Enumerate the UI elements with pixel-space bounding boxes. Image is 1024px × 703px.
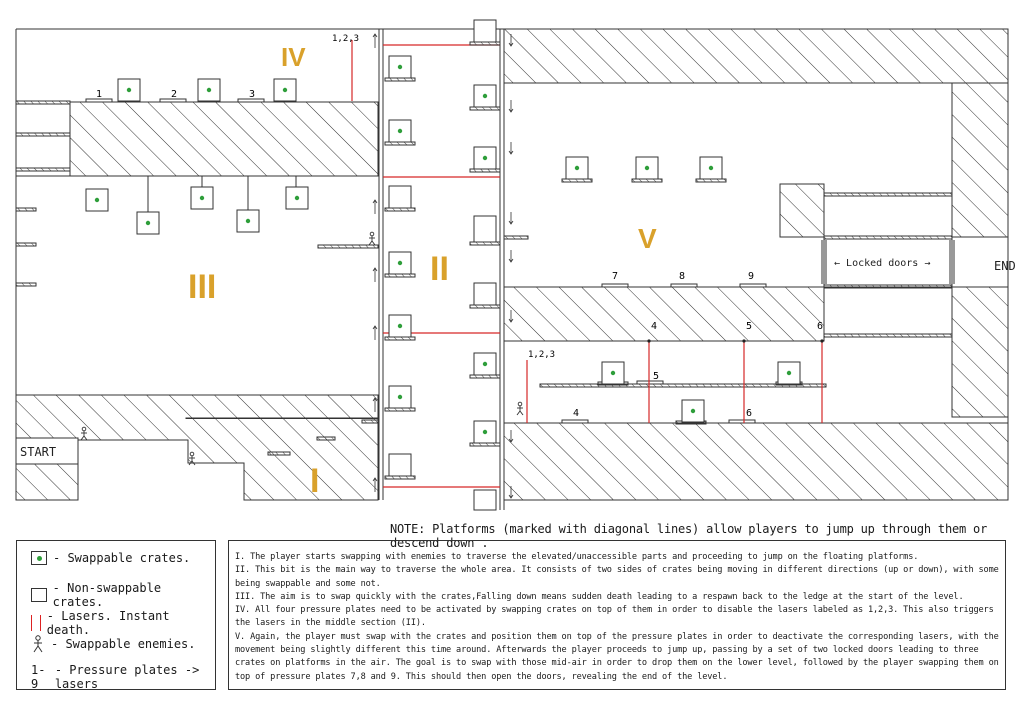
- middle-hatched-floor: [503, 286, 825, 342]
- laser-group-top: 1,2,3: [332, 34, 359, 44]
- hanging-crates: [85, 176, 309, 235]
- upper-hatched-block: [503, 28, 1009, 84]
- section-label-three: III: [188, 268, 216, 306]
- description-two: II. This bit is the main way to traverse…: [235, 565, 999, 589]
- end-label: END: [994, 259, 1016, 273]
- enemies: [80, 231, 524, 466]
- legend: - Swappable crates. - Non-swappable crat…: [16, 540, 216, 691]
- top-hatched-platform: [69, 101, 379, 177]
- level-map: START 1 2 3 1,2,3: [15, 19, 1016, 511]
- locked-doors-label: ← Locked doors →: [834, 258, 930, 269]
- swappable-crate-icon: [31, 551, 47, 565]
- plate-label-6: 6: [746, 408, 752, 419]
- lower-hatched-floor: [503, 422, 1009, 501]
- legend-enemies: - Swappable enemies.: [31, 635, 196, 653]
- plate-label-8: 8: [679, 271, 685, 282]
- description-three: III. The aim is to swap quickly with the…: [235, 591, 964, 602]
- description-one: I. The player starts swapping with enemi…: [235, 552, 919, 562]
- start-box: [15, 437, 79, 465]
- section-label-two: II: [430, 250, 449, 288]
- laser-mark-5: 5: [746, 321, 752, 332]
- laser-group-lower: 1,2,3: [528, 350, 555, 360]
- plate-label-2: 2: [171, 89, 177, 100]
- top-pressure-plates: [85, 98, 265, 103]
- section-label-one: I: [310, 462, 319, 500]
- section-label-five: V: [638, 223, 657, 254]
- description-five: V. Again, the player must swap with the …: [235, 631, 999, 682]
- legend-plates: 1-9 - Pressure plates -> lasers: [31, 663, 200, 691]
- right-area-walls: [503, 28, 1009, 501]
- plate-label-7: 7: [612, 271, 618, 282]
- section-five-lasers: [526, 341, 823, 423]
- plate-label-1: 1: [96, 89, 102, 100]
- start-label: START: [20, 445, 56, 459]
- platform-note: NOTE: Platforms (marked with diagonal li…: [390, 522, 988, 550]
- legend-swappable: - Swappable crates.: [31, 551, 190, 565]
- plate-label-5: 5: [653, 371, 659, 382]
- enemy-icon: [33, 635, 43, 653]
- right-hatched-wall: [951, 82, 1009, 238]
- non-swappable-crate-icon: [31, 588, 47, 602]
- middle-platforms: [384, 41, 529, 480]
- legend-lasers: - Lasers. Instant death.: [31, 609, 215, 637]
- plate-label-3: 3: [249, 89, 255, 100]
- inner-hatched-block: [779, 183, 825, 238]
- laser-mark-6: 6: [817, 321, 823, 332]
- section-label-four: IV: [281, 42, 306, 72]
- locked-doors: [821, 240, 955, 284]
- plate-label-4: 4: [573, 408, 579, 419]
- movement-arrows: [372, 33, 514, 499]
- legend-non-swappable: - Non-swappable crates.: [31, 581, 215, 609]
- laser-icon: [31, 615, 41, 631]
- bottom-terrain: [15, 394, 379, 501]
- plate-label-9: 9: [748, 271, 754, 282]
- plates-symbol: 1-9: [31, 663, 46, 691]
- description-box: I. The player starts swapping with enemi…: [228, 540, 1006, 690]
- laser-mark-4: 4: [651, 321, 657, 332]
- left-area-walls: [15, 100, 379, 501]
- description-four: IV. All four pressure plates need to be …: [235, 605, 994, 629]
